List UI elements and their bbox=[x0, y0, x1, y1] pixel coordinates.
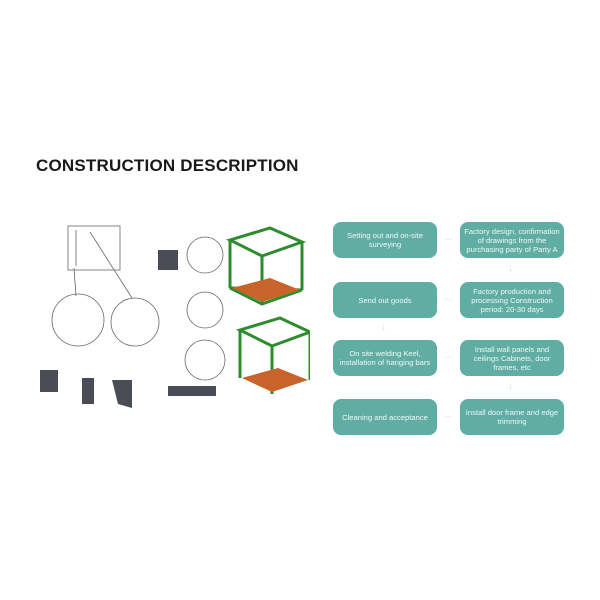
arrow-down-icon: ↓ bbox=[508, 263, 513, 274]
detail-circle bbox=[186, 291, 224, 329]
flow-step-install-door-frame: Install door frame and edge trimming bbox=[460, 399, 564, 435]
flow-step-on-site-welding: On site welding Keel, installation of ha… bbox=[333, 340, 437, 376]
flow-step-setting-out: Setting out and on-site surveying bbox=[333, 222, 437, 258]
bracket-parts bbox=[40, 250, 216, 408]
detail-circle bbox=[186, 236, 224, 274]
arrow-left-icon: ← bbox=[443, 293, 453, 304]
arrow-down-icon: ↓ bbox=[381, 322, 386, 333]
construction-illustration bbox=[40, 225, 310, 408]
arrow-left-icon: ← bbox=[443, 410, 453, 421]
flow-step-send-goods: Send out goods bbox=[333, 282, 437, 318]
floor-plan-drawing bbox=[67, 225, 121, 271]
detail-circle bbox=[184, 339, 226, 381]
detail-circle bbox=[110, 297, 160, 347]
page-title: CONSTRUCTION DESCRIPTION bbox=[36, 156, 299, 175]
flow-step-install-wall-panels: Install wall panels and ceilings Cabinet… bbox=[460, 340, 564, 376]
arrow-down-icon: ↓ bbox=[508, 381, 513, 392]
flow-step-factory-production: Factory production and processing Constr… bbox=[460, 282, 564, 318]
detail-circle bbox=[51, 293, 105, 347]
flow-step-cleaning: Cleaning and acceptance bbox=[333, 399, 437, 435]
arrow-right-icon: → bbox=[443, 351, 453, 362]
flow-step-factory-design: Factory design, confirmation of drawings… bbox=[460, 222, 564, 258]
arrow-right-icon: → bbox=[443, 233, 453, 244]
